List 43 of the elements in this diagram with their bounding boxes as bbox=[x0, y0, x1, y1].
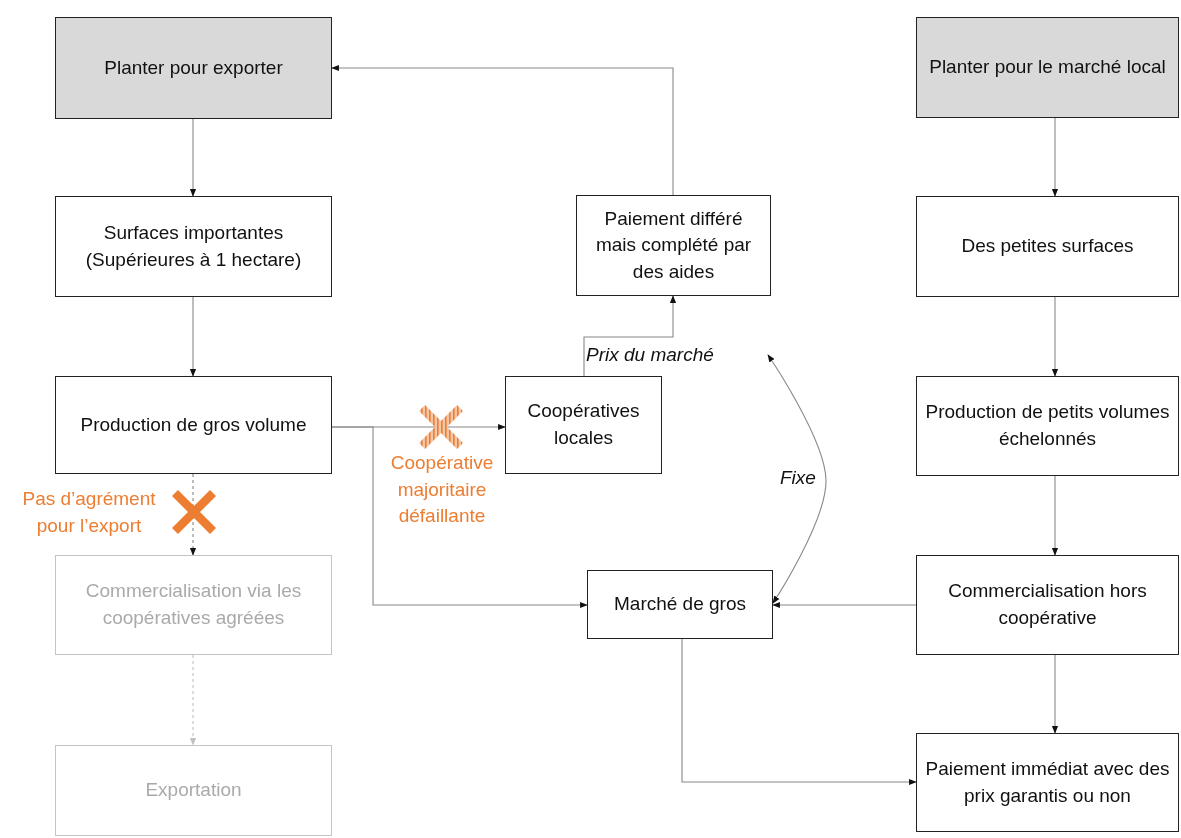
process-box bbox=[55, 745, 332, 836]
process-box bbox=[55, 196, 332, 297]
arrow bbox=[583, 295, 677, 377]
box-text: Exportation bbox=[145, 778, 242, 803]
box-text: Marché de gros bbox=[614, 592, 746, 617]
arrow bbox=[1051, 117, 1059, 197]
arrow bbox=[331, 64, 674, 196]
process-box bbox=[916, 196, 1179, 297]
process-box bbox=[916, 733, 1179, 832]
process-box bbox=[55, 555, 332, 655]
process-box bbox=[916, 376, 1179, 476]
box-text: Des petites surfaces bbox=[961, 234, 1134, 259]
arrow bbox=[1051, 475, 1059, 556]
curved-double-arrow bbox=[767, 354, 827, 604]
arrow bbox=[331, 426, 588, 609]
box-text: Coopératives locales bbox=[526, 399, 641, 450]
box-text: Paiement différé mais complété par des aides bbox=[594, 206, 753, 284]
arrow bbox=[772, 601, 917, 609]
annotation: Pas d’agrément pour l’export bbox=[21, 487, 157, 538]
box-text: Planter pour exporter bbox=[104, 55, 283, 80]
box-text: Production de petits volumes échelonnés bbox=[925, 400, 1170, 451]
box-text: Prix du marché bbox=[586, 342, 714, 367]
process-box bbox=[587, 570, 773, 639]
box-text: Commercialisation hors coopérative bbox=[947, 579, 1148, 630]
arrow bbox=[1051, 654, 1059, 734]
process-box bbox=[505, 376, 662, 474]
dashed-arrow bbox=[189, 473, 197, 556]
box-text: Planter pour le marché local bbox=[929, 55, 1166, 80]
box-text: Paiement immédiat avec des prix garantis ou non bbox=[925, 756, 1170, 808]
process-box bbox=[576, 195, 771, 296]
box-text: Commercialisation via les coopératives agréées bbox=[84, 579, 303, 630]
box-text: Surfaces importantes (Supérieures à 1 hectare) bbox=[84, 220, 303, 272]
start-box bbox=[916, 17, 1179, 118]
annotation: Coopérative majoritaire défaillante bbox=[389, 451, 495, 529]
dashed-arrow bbox=[189, 654, 197, 746]
arrow bbox=[1051, 296, 1059, 377]
start-box bbox=[55, 17, 332, 119]
process-box bbox=[55, 376, 332, 474]
process-box bbox=[916, 555, 1179, 655]
arrow bbox=[189, 296, 197, 377]
box-text: Production de gros volume bbox=[80, 412, 307, 437]
arrow bbox=[189, 118, 197, 197]
arrow bbox=[681, 638, 917, 786]
